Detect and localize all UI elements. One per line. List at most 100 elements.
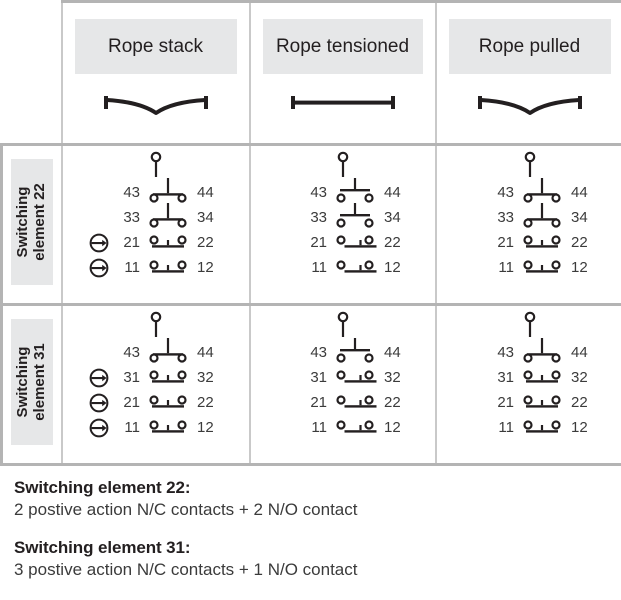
contact-symbol: [332, 201, 378, 235]
contact-nc-closed-icon: [149, 394, 187, 408]
caption-block: Switching element 22: 2 postive action N/…: [14, 478, 614, 580]
row-header-chip: Switching element 22: [10, 159, 53, 285]
contact-terminal-left: 33: [310, 209, 327, 226]
contact-nc-closed-icon: [523, 419, 561, 433]
contact-symbol: [145, 251, 191, 285]
column-header-label: Rope stack: [74, 19, 237, 74]
contact-symbol: [519, 201, 565, 235]
contact-symbol: [332, 251, 378, 285]
contact-terminal-right: 44: [384, 184, 401, 201]
contact-terminal-left: 43: [123, 344, 140, 361]
contact-nc-shifted-icon: [336, 419, 377, 433]
contact-nc-shifted-icon: [336, 369, 377, 383]
actuator-stem: [251, 151, 435, 177]
rope-state-symbol-rope-tensioned: [251, 74, 435, 136]
contact-terminal-left: 43: [310, 184, 327, 201]
caption-text: 2 postive action N/C contacts + 2 N/O co…: [14, 500, 358, 519]
actuator-stem: [63, 151, 249, 177]
positive-action-icon: [89, 233, 109, 252]
contact-symbol: [145, 361, 191, 395]
positive-action-marker: [88, 367, 110, 389]
row-header-chip: Switching element 31: [10, 319, 53, 445]
positive-action-marker: [88, 232, 110, 254]
contact-terminal-left: 33: [497, 209, 514, 226]
contact-symbol: [332, 361, 378, 395]
contact-no-closed-icon: [149, 337, 187, 363]
contact-terminal-right: 44: [384, 344, 401, 361]
contact-terminal-left: 11: [498, 259, 514, 276]
contact-symbol: [519, 336, 565, 370]
contact-terminal-right: 22: [384, 234, 401, 251]
contact-no-open-icon: [336, 202, 374, 228]
rope-state-symbol-rope-stack: [63, 74, 249, 136]
contact-no-open-icon: [336, 337, 374, 363]
contact-nc-closed-icon: [149, 369, 187, 383]
contact-terminal-right: 34: [384, 209, 401, 226]
caption-heading: Switching element 31:: [14, 538, 191, 557]
contact-no-closed-icon: [149, 202, 187, 228]
actuator-plunger-icon: [524, 151, 535, 177]
contact-nc-shifted-icon: [336, 394, 377, 408]
contact-terminal-right: 12: [197, 419, 214, 436]
contact-nc-closed-icon: [149, 234, 187, 248]
contact-terminal-right: 12: [571, 419, 588, 436]
contact-pair-11-12: 11 12: [437, 251, 621, 285]
contact-no-closed-icon: [523, 177, 561, 203]
contact-symbol: [519, 176, 565, 210]
actuator-stem: [437, 151, 621, 177]
contact-symbol: [332, 226, 378, 260]
contact-terminal-left: 21: [497, 394, 514, 411]
contact-symbol: [519, 226, 565, 260]
actuator-stem: [437, 311, 621, 337]
contact-terminal-right: 44: [197, 184, 214, 201]
contact-symbol: [519, 361, 565, 395]
caption-heading: Switching element 22:: [14, 478, 191, 497]
actuator-plunger-icon: [337, 311, 348, 337]
contact-terminal-left: 43: [497, 184, 514, 201]
contact-symbol: [332, 336, 378, 370]
contact-pair-43-44: 43 44: [251, 176, 435, 210]
contact-symbol: [145, 176, 191, 210]
contact-terminal-right: 44: [571, 184, 588, 201]
actuator-stem: [251, 311, 435, 337]
contact-nc-closed-icon: [149, 259, 187, 273]
contact-symbol: [332, 386, 378, 420]
positive-action-icon: [89, 258, 109, 277]
contact-terminal-right: 22: [197, 234, 214, 251]
actuator-plunger-icon: [150, 311, 161, 337]
contact-terminal-left: 11: [124, 419, 140, 436]
contact-terminal-right: 34: [571, 209, 588, 226]
contact-terminal-right: 22: [384, 394, 401, 411]
contact-terminal-left: 31: [497, 369, 514, 386]
positive-action-icon: [89, 418, 109, 437]
contact-no-open-icon: [336, 177, 374, 203]
row-header-switching-element-31: Switching element 31: [0, 303, 62, 466]
contact-terminal-left: 43: [123, 184, 140, 201]
contact-terminal-left: 21: [310, 234, 327, 251]
contact-terminal-right: 12: [384, 419, 401, 436]
contact-terminal-right: 12: [571, 259, 588, 276]
contact-terminal-left: 31: [123, 369, 140, 386]
contact-terminal-right: 32: [384, 369, 401, 386]
